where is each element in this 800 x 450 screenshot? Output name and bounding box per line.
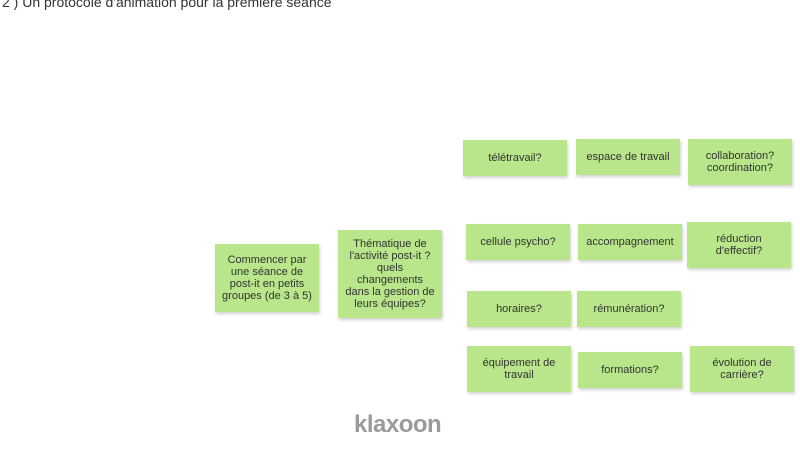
post-it-note[interactable]: cellule psycho? <box>466 224 570 260</box>
post-it-note[interactable]: Thématique de l'activité post-it ? quels… <box>338 230 442 318</box>
note-text: cellule psycho? <box>480 236 556 248</box>
post-it-note[interactable]: évolution de carrière? <box>690 346 794 392</box>
note-text: télétravail? <box>488 152 542 164</box>
post-it-note[interactable]: télétravail? <box>463 140 567 176</box>
post-it-note[interactable]: horaires? <box>467 291 571 327</box>
note-text: Commencer par une séance de post-it en p… <box>222 254 312 302</box>
post-it-note[interactable]: espace de travail <box>576 139 680 175</box>
post-it-note[interactable]: formations? <box>578 352 682 388</box>
post-it-note[interactable]: réduction d'effectif? <box>687 222 791 268</box>
post-it-note[interactable]: rémunération? <box>577 291 681 327</box>
note-text: évolution de carrière? <box>712 357 772 381</box>
note-text: réduction d'effectif? <box>715 233 763 257</box>
note-text: formations? <box>601 364 659 376</box>
note-text: accompagnement <box>586 236 674 248</box>
note-text: Thématique de l'activité post-it ? quels… <box>345 238 435 310</box>
post-it-note[interactable]: accompagnement <box>578 224 682 260</box>
klaxoon-logo: klaxoon <box>354 411 442 438</box>
note-text: rémunération? <box>593 303 665 315</box>
post-it-note[interactable]: équipement de travail <box>467 346 571 392</box>
slide-title: 2 ) Un protocole d'animation pour la pre… <box>2 0 332 10</box>
post-it-note[interactable]: Commencer par une séance de post-it en p… <box>215 244 319 312</box>
note-text: collaboration? coordination? <box>705 150 775 174</box>
note-text: espace de travail <box>586 151 670 163</box>
note-text: horaires? <box>496 303 542 315</box>
note-text: équipement de travail <box>482 357 556 381</box>
post-it-note[interactable]: collaboration? coordination? <box>688 139 792 185</box>
